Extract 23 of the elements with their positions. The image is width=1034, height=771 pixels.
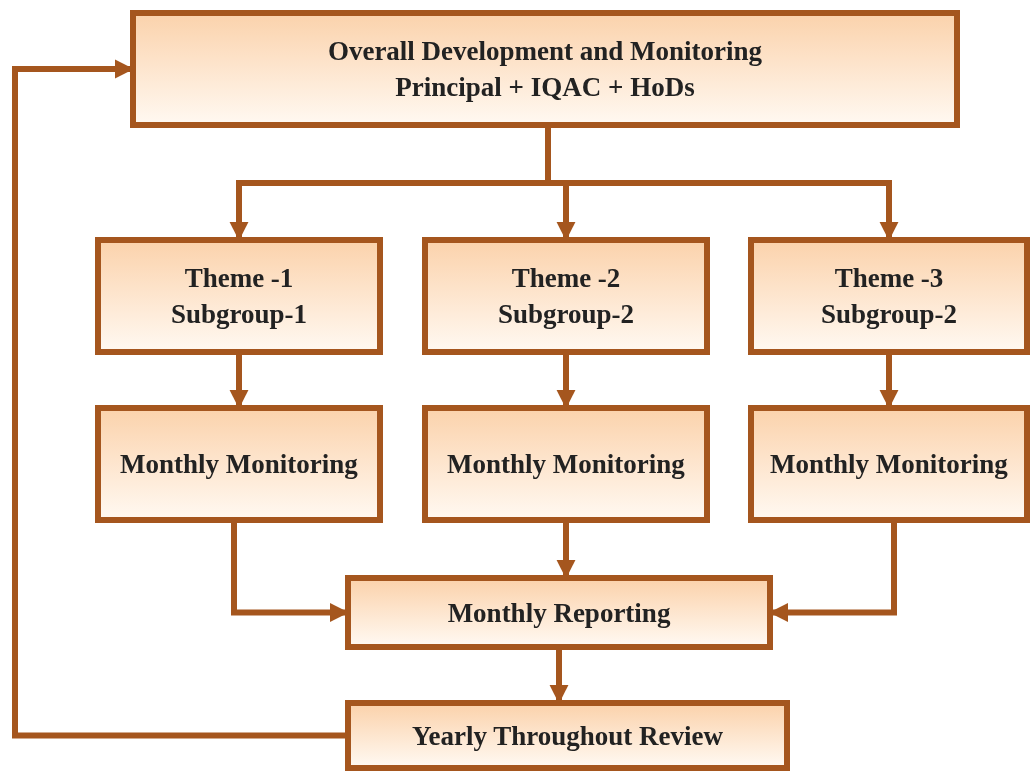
box-label: Theme -2 <box>511 262 621 295</box>
box-label: Subgroup-2 <box>497 298 635 331</box>
box-label: Overall Development and Monitoring <box>327 35 763 68</box>
arrow <box>12 59 345 739</box>
box-label: Yearly Throughout Review <box>412 719 723 753</box>
box-label: Subgroup-1 <box>170 298 308 331</box>
process-box <box>748 405 1030 523</box>
process-box <box>422 405 710 523</box>
process-box <box>95 405 383 523</box>
box-label: Monthly Reporting <box>447 596 671 630</box>
process-box <box>95 237 383 355</box>
box-label: Principal + IQAC + HoDs <box>395 71 695 104</box>
process-box <box>422 237 710 355</box>
process-box <box>345 700 790 771</box>
box-label: Monthly Monitoring <box>770 448 1008 481</box>
process-box <box>748 237 1030 355</box>
process-box <box>130 10 960 128</box>
box-label: Monthly Monitoring <box>120 448 358 481</box>
box-label: Theme -3 <box>834 262 944 295</box>
process-box <box>345 575 773 650</box>
box-label: Monthly Monitoring <box>447 448 685 481</box>
box-label: Subgroup-2 <box>820 298 958 331</box>
box-label: Theme -1 <box>184 262 294 295</box>
